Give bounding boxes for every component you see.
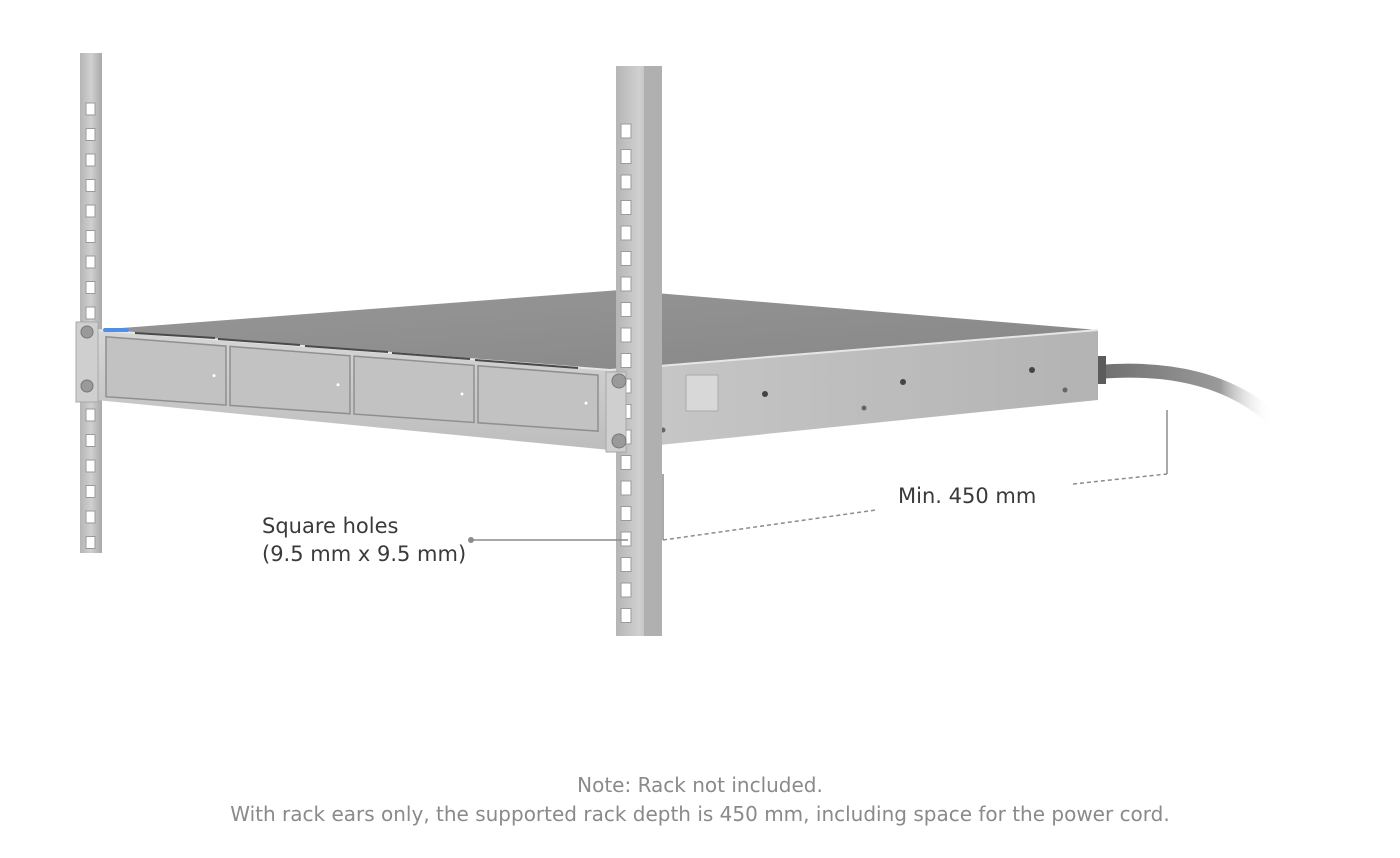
square-hole-icon (620, 200, 632, 215)
power-cord (1091, 356, 1279, 425)
square-hole-icon (620, 276, 632, 292)
side-screw-icon (861, 405, 867, 411)
right-rack-rail (616, 66, 662, 636)
square-hole-icon (85, 536, 96, 549)
square-hole-icon (620, 174, 632, 190)
depth-dimension (662, 410, 1168, 541)
square-holes-label: Square holes (9.5 mm x 9.5 mm) (262, 512, 466, 568)
square-hole-icon (85, 485, 96, 498)
left-rack-rail (80, 53, 102, 553)
square-hole-icon (620, 531, 632, 547)
ear-screw-icon (80, 325, 94, 339)
square-hole-icon (620, 149, 632, 164)
square-hole-icon (85, 459, 96, 473)
product-label-icon (685, 374, 719, 412)
square-hole-icon (85, 306, 96, 320)
square-hole-icon (620, 557, 632, 572)
front-vents (134, 332, 579, 369)
side-screw-icon (762, 391, 768, 397)
square-hole-icon (85, 408, 96, 422)
drive-bay (105, 335, 227, 406)
square-hole-icon (620, 327, 632, 343)
square-hole-icon (620, 302, 632, 317)
square-hole-icon (85, 255, 96, 269)
square-hole-icon (85, 204, 96, 218)
side-screw-icon (1029, 367, 1035, 373)
ear-screw-icon (611, 433, 627, 449)
square-hole-icon (85, 102, 96, 116)
square-holes-title: Square holes (262, 514, 399, 538)
drive-bay (477, 364, 599, 432)
square-hole-icon (620, 608, 632, 623)
side-panel-details (660, 367, 1068, 433)
square-hole-icon (85, 510, 96, 524)
square-hole-icon (620, 455, 632, 470)
status-led (103, 328, 129, 332)
side-screw-icon (900, 379, 906, 385)
square-hole-icon (85, 153, 96, 167)
square-hole-icon (85, 230, 96, 243)
square-hole-icon (85, 128, 96, 141)
square-hole-icon (620, 506, 632, 521)
drive-bay-indicator-icon (460, 392, 464, 396)
drive-bay (229, 345, 351, 415)
left-rack-ear (75, 321, 99, 403)
square-hole-icon (85, 434, 96, 447)
right-rack-ear (605, 371, 627, 453)
drive-bay-indicator-icon (212, 374, 216, 378)
square-hole-icon (85, 281, 96, 294)
side-screw-icon (1062, 387, 1068, 393)
min-depth-label: Min. 450 mm (898, 484, 1037, 508)
drive-bay-indicator-icon (584, 401, 588, 405)
drive-bays (105, 335, 599, 432)
note-rack-not-included: Note: Rack not included. (577, 773, 823, 797)
ear-screw-icon (611, 373, 627, 389)
square-hole-icon (620, 480, 632, 496)
square-hole-icon (85, 179, 96, 192)
drive-bay (353, 355, 475, 424)
square-holes-size: (9.5 mm x 9.5 mm) (262, 542, 467, 566)
drive-bay-indicator-icon (336, 383, 340, 387)
square-hole-icon (620, 123, 632, 139)
square-hole-icon (620, 582, 632, 598)
square-holes-callout (468, 537, 628, 543)
square-hole-icon (620, 251, 632, 266)
ear-screw-icon (80, 379, 94, 393)
square-hole-icon (620, 353, 632, 368)
square-hole-icon (620, 225, 632, 241)
note-rack-depth: With rack ears only, the supported rack … (230, 802, 1170, 826)
